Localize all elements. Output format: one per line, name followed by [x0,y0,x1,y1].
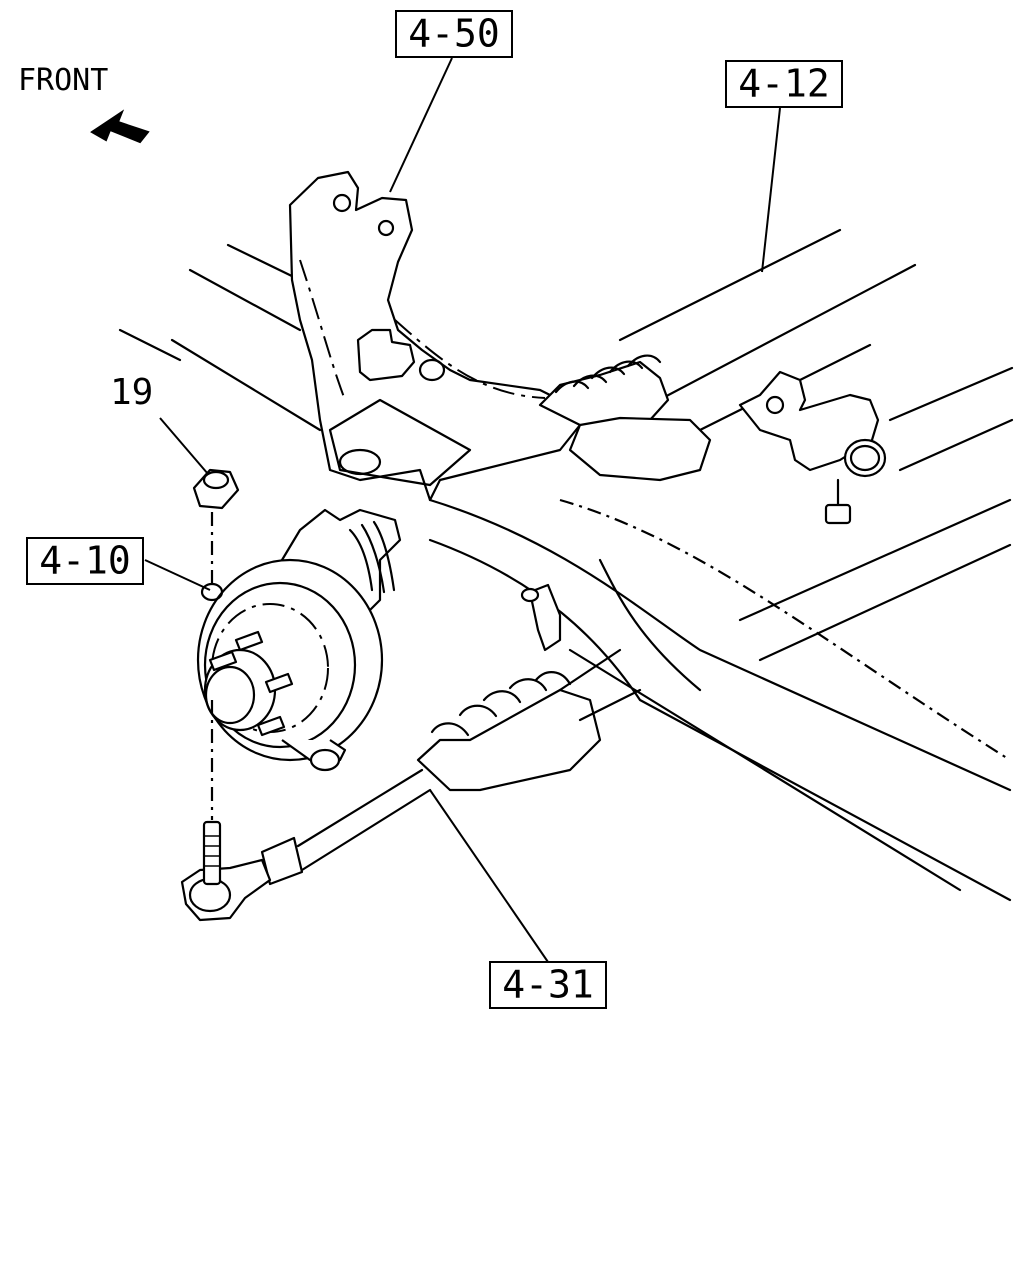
callout-4-31[interactable]: 4-31 [489,961,607,1009]
leader-lines [144,57,781,963]
front-label: FRONT [18,63,108,98]
crossmember-bracket [288,170,582,502]
tie-rod [180,583,642,922]
front-marker: FRONT [18,63,150,144]
callout-label: 4-12 [738,62,830,106]
callout-4-10[interactable]: 4-10 [26,537,144,585]
part-label-19[interactable]: 19 [110,372,153,413]
leader-4-50 [389,57,453,193]
callout-label: 4-10 [39,539,131,583]
leader-4-10 [144,559,211,591]
steering-rack [538,354,887,525]
callout-4-50[interactable]: 4-50 [395,10,513,58]
frame-rails [118,228,1014,902]
leader-4-31 [429,789,549,963]
arrow-icon [90,109,150,144]
callout-4-12[interactable]: 4-12 [725,60,843,108]
hub-studs [208,630,294,737]
callout-label: 4-31 [502,963,594,1007]
nut-19 [192,468,240,585]
leader-4-12 [761,107,781,273]
callout-label: 4-50 [408,12,500,56]
leader-19 [159,417,209,475]
knuckle-hub [196,508,402,772]
